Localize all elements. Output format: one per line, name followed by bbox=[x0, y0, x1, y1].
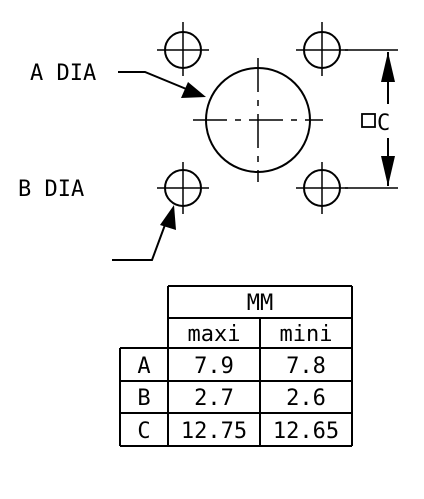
dimension-c: C bbox=[345, 49, 398, 189]
table-unit-header: MM bbox=[247, 291, 274, 316]
row-c-name: C bbox=[137, 419, 150, 444]
pad-b-bottom-right bbox=[296, 162, 348, 214]
row-c-maxi: 12.75 bbox=[181, 419, 247, 444]
row-b-mini: 2.6 bbox=[286, 386, 326, 411]
row-a-maxi: 7.9 bbox=[194, 354, 234, 379]
row-b-maxi: 2.7 bbox=[194, 386, 234, 411]
table-col-maxi: maxi bbox=[188, 322, 241, 347]
row-a-name: A bbox=[137, 354, 150, 379]
row-b-name: B bbox=[137, 386, 150, 411]
row-a-mini: 7.8 bbox=[286, 354, 326, 379]
row-c-mini: 12.65 bbox=[273, 419, 339, 444]
pad-b-bottom-left bbox=[157, 162, 209, 214]
pad-b-top-right bbox=[296, 22, 348, 76]
pad-a bbox=[193, 58, 323, 182]
leader-b bbox=[112, 205, 176, 261]
label-b-dia: B DIA bbox=[18, 177, 84, 202]
label-c-dim: C bbox=[377, 111, 390, 136]
leader-a bbox=[118, 71, 206, 98]
table-col-mini: mini bbox=[280, 322, 333, 347]
square-symbol bbox=[361, 113, 376, 128]
pad-b-top-left bbox=[157, 22, 209, 76]
label-a-dia: A DIA bbox=[30, 61, 96, 86]
dimension-table: MM maxi mini A 7.9 7.8 B 2.7 2.6 C 12.75… bbox=[119, 285, 353, 447]
